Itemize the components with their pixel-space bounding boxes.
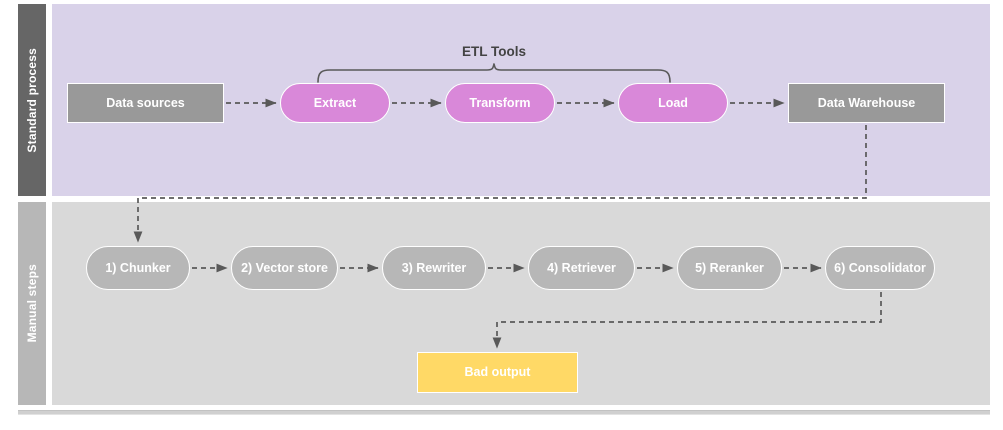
bottom-divider <box>18 410 990 415</box>
node-extract-label: Extract <box>313 95 357 110</box>
node-data-sources[interactable]: Data sources <box>67 83 224 123</box>
node-extract[interactable]: Extract <box>280 83 390 123</box>
node-reranker-label: 5) Reranker <box>695 260 764 275</box>
node-load[interactable]: Load <box>618 83 728 123</box>
node-bad-output-label: Bad output <box>464 365 531 380</box>
node-transform-label: Transform <box>469 95 531 110</box>
node-rewriter-label: 3) Rewriter <box>401 260 467 275</box>
swimlane-standard-process-header: Standard process <box>18 4 46 196</box>
node-data-warehouse[interactable]: Data Warehouse <box>788 83 945 123</box>
node-data-warehouse-label: Data Warehouse <box>817 95 916 110</box>
node-consolidator[interactable]: 6) Consolidator <box>825 246 935 290</box>
node-load-label: Load <box>658 95 688 110</box>
node-bad-output[interactable]: Bad output <box>417 352 578 393</box>
node-retriever[interactable]: 4) Retriever <box>528 246 635 290</box>
node-consolidator-label: 6) Consolidator <box>834 260 926 275</box>
node-vector-store[interactable]: 2) Vector store <box>231 246 338 290</box>
etl-tools-label: ETL Tools <box>462 44 526 59</box>
node-chunker[interactable]: 1) Chunker <box>86 246 190 290</box>
node-reranker[interactable]: 5) Reranker <box>677 246 782 290</box>
swimlane-manual-steps-label: Manual steps <box>25 264 39 343</box>
swimlane-manual-steps-header: Manual steps <box>18 202 46 405</box>
node-retriever-label: 4) Retriever <box>547 260 616 275</box>
node-data-sources-label: Data sources <box>106 95 185 110</box>
node-transform[interactable]: Transform <box>445 83 555 123</box>
node-chunker-label: 1) Chunker <box>105 260 171 275</box>
node-rewriter[interactable]: 3) Rewriter <box>382 246 486 290</box>
swimlane-standard-process-label: Standard process <box>25 47 39 153</box>
node-vector-store-label: 2) Vector store <box>241 260 328 275</box>
